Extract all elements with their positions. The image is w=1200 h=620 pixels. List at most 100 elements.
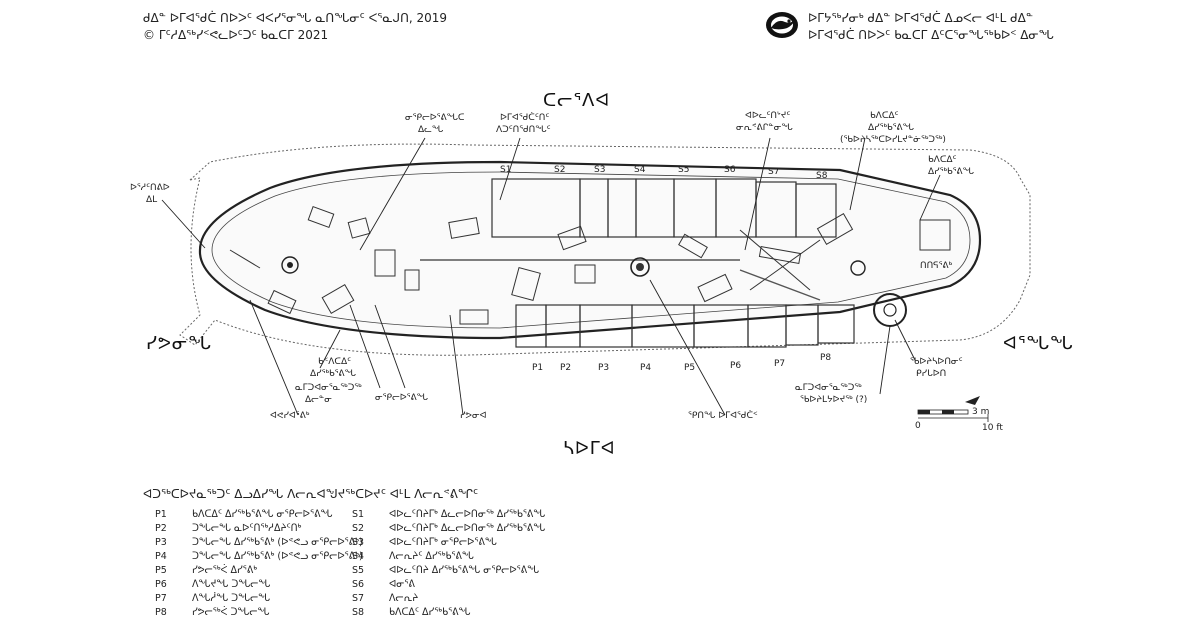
agency-logo-icon	[766, 12, 798, 38]
ships-wheel-hub-icon	[883, 303, 897, 317]
label-forepeak: ᐅᕐᓱᑦᑎᕕᐅ	[130, 183, 170, 193]
direction-top-label: ᑕᓕᕐᐱᐊ	[543, 90, 611, 111]
label-bow-area: ᐊᕙᓯᐊᕐᕕᒃ	[270, 411, 310, 421]
room-label-s2: S2	[554, 165, 565, 175]
port-cabins	[515, 304, 855, 348]
header-left-copyright: © ᒥᑦᓱᐃᖅᓯᑉᕙᓚᐅᑦᑐᑦ ᑲᓇᑕᒥ 2021	[143, 28, 329, 42]
room-label-p2: P2	[560, 363, 571, 373]
label-instrument-sub: ᑭᓯᒐᐅᑎ	[916, 369, 946, 379]
room-label-p6: P6	[730, 361, 741, 371]
legend-code: P2	[155, 523, 167, 534]
header-right-line1: ᐅᒥᔭᖅᓯᓂᒃ ᑯᐃᓐ ᐅᒥᐊᖁᑖ ᐃᓄᐸᓕ ᐊᒻᒪ ᑯᐃᓐ	[808, 11, 1034, 25]
room-label-s5: S5	[678, 165, 689, 175]
label-instrument: ᖃᐅᔨᓴᐅᑎᓂᑦ	[910, 357, 963, 367]
legend-code: S8	[352, 607, 365, 618]
header-right: ᐅᒥᔭᖅᓯᓂᒃ ᑯᐃᓐ ᐅᒥᐊᖁᑖ ᐃᓄᐸᓕ ᐊᒻᒪ ᑯᐃᓐ ᐅᒥᐊᖁᑖ ᑎᐅᐳ…	[808, 10, 1054, 44]
legend-code: S5	[352, 565, 365, 576]
direction-bottom-label: ᓴᐅᒥᐊ	[563, 438, 616, 459]
label-galley-area: ᓂᕿᓕᐅᕐᕕᖓᑕ	[405, 113, 465, 123]
header-left-title: ᑯᐃᓐ ᐅᒥᐊᖁᑖ ᑎᐅᐳᑦ ᐊᐸᓯᕐᓂᖓ ᓇᑎᖓᓂᑦ ᐸᕐᓇᒍᑎ, 2019	[143, 11, 448, 25]
room-label-s8: S8	[816, 171, 828, 181]
room-label-s6: S6	[724, 165, 736, 175]
label-forward-hold: ᓯᕗᓂᐊ	[460, 411, 487, 421]
label-unknown-item-sub: ᐃᓕᓐᓂ	[305, 395, 332, 405]
legend-text: ᐊᐅᓚᑦᑎᔨᒥᒃ ᐃᓚᓕᐅᑎᓂᖅ ᐃᓯᖅᑲᕐᕕᖓ	[389, 523, 546, 534]
ship-deck-plan: S1 S2 S3 S4 S5 S6 S7 S8 P1 P2 P3 P4 P5 P…	[130, 111, 1031, 433]
room-label-p1: P1	[532, 363, 543, 373]
legend-text: ᐱᓕᕆᔨᑦ ᐃᓯᖅᑲᕐᕕᖓ	[389, 551, 474, 562]
legend-item: S5 ᐊᐅᓚᑦᑎᔨ ᐃᓯᖅᑲᕐᕕᖓ ᓂᕿᓕᐅᕐᕕᖓ	[352, 564, 545, 578]
legend-code: S6	[352, 579, 365, 590]
legend-item: P7 ᐱᖓᓲᖓ ᑐᖓᓕᖓ	[155, 592, 363, 606]
label-chart-room: ᑎᑎᕋᕐᕕᒃ	[920, 261, 953, 271]
legend-text: ᐱᖓᔪᖓ ᑐᖓᓕᖓ	[192, 579, 271, 590]
room-label-p4: P4	[640, 363, 651, 373]
legend-text: ᐊᐅᓚᑦᑎᔨᒥᒃ ᓂᕿᓕᐅᕐᕕᖓ	[389, 537, 497, 548]
legend-code: P1	[155, 509, 167, 520]
legend-text: ᑐᖓᓕᖓ ᐃᓯᖅᑲᕐᕕᒃ (ᐅᕝᕙᓗ ᓂᕿᓕᐅᕐᕕᒃ)	[192, 537, 363, 548]
legend-code: S1	[352, 509, 365, 520]
legend-item: P3 ᑐᖓᓕᖓ ᐃᓯᖅᑲᕐᕕᒃ (ᐅᕝᕙᓗ ᓂᕿᓕᐅᕐᕕᒃ)	[155, 536, 363, 550]
label-captain-cabin-sub: ᐃᓯᖅᑲᕐᕕᖓ	[868, 123, 915, 133]
room-label-s4: S4	[634, 165, 646, 175]
room-label-s7: S7	[768, 167, 779, 177]
legend-item: P2 ᑐᖓᓕᖓ ᓇᐅᑦᑎᖅᓱᐃᔨᑦᑎᒃ	[155, 522, 363, 536]
room-label-p8: P8	[820, 353, 831, 363]
scale-zero: 0	[915, 421, 921, 431]
room-label-s1: S1	[500, 165, 511, 175]
leader-lines	[161, 137, 941, 416]
label-captain-cabin: ᑲᐱᑕᐃᑦ	[870, 111, 899, 121]
inner-hull	[198, 160, 982, 340]
capstan-icon	[281, 256, 299, 274]
hull-inner-line	[211, 171, 971, 329]
capstan-center-icon	[287, 262, 293, 268]
legend-text: ᐊᐅᓚᑦᑎᔨ ᐃᓯᖅᑲᕐᕕᖓ ᓂᕿᓕᐅᕐᕕᖓ	[389, 565, 540, 576]
room-label-s3: S3	[594, 165, 605, 175]
scale-m-label: 3 m	[972, 407, 989, 417]
label-forepeak-sub: ᐃᒪ	[146, 195, 157, 205]
legend-code: S2	[352, 523, 365, 534]
legend-code: P6	[155, 579, 167, 590]
legend-code: S7	[352, 593, 365, 604]
legend-code: P7	[155, 593, 167, 604]
legend-text: ᓯᕗᓕᖅᐹ ᐃᓯᕐᕕᒃ	[192, 565, 258, 576]
legend-item: S2 ᐊᐅᓚᑦᑎᔨᒥᒃ ᐃᓚᓕᐅᑎᓂᖅ ᐃᓯᖅᑲᕐᕕᖓ	[352, 522, 545, 536]
legend-item: S7 ᐱᓕᕆᔨ	[352, 592, 545, 606]
mast-icon	[630, 257, 650, 277]
header-left: ᑯᐃᓐ ᐅᒥᐊᖁᑖ ᑎᐅᐳᑦ ᐊᐸᓯᕐᓂᖓ ᓇᑎᖓᓂᑦ ᐸᕐᓇᒍᑎ, 2019 …	[143, 10, 447, 44]
starboard-cabins	[491, 178, 837, 238]
label-captain-quarters-sub: ᐃᓯᖅᑲᕐᕕᖓ	[310, 369, 357, 379]
label-galley: ᓂᕿᓕᐅᕐᕕᖓ	[375, 393, 429, 403]
label-unknown-item: ᓇᒥᑐᐊᓂᕐᓇᖅᑐᖅ	[295, 383, 362, 393]
label-possible-item: ᓇᒥᑐᐊᓂᕐᓇᖅᑐᖅ	[795, 383, 862, 393]
legend-item: P4 ᑐᖓᓕᖓ ᐃᓯᖅᑲᕐᕕᒃ (ᐅᕝᕙᓗ ᓂᕿᓕᐅᕐᕕᒃ)	[155, 550, 363, 564]
mast-center-icon	[636, 263, 644, 271]
room-label-p7: P7	[774, 359, 785, 369]
room-label-p3: P3	[598, 363, 609, 373]
legend-item: P6 ᐱᖓᔪᖓ ᑐᖓᓕᖓ	[155, 578, 363, 592]
label-companionway: ᐅᒥᐊᖁᑖᑦᑎᑦ	[500, 112, 549, 123]
label-captain-cabin-note: (ᖃᐅᔨᓴᖅᑕᐅᓯᒪᔪᓐᓃᖅᑐᖅ)	[840, 135, 946, 145]
label-captain-cabin-2: ᑲᐱᑕᐃᑦ	[928, 155, 957, 165]
label-mess-deck-sub: ᓂᕆᕝᕕᒋᓐᓂᖓ	[736, 123, 793, 133]
legend-text: ᓯᕗᓕᖅᐹ ᑐᖓᓕᖓ	[192, 607, 270, 618]
legend-text: ᐱᖓᓲᖓ ᑐᖓᓕᖓ	[192, 593, 271, 604]
legend-text: ᑐᖓᓕᖓ ᐃᓯᖅᑲᕐᕕᒃ (ᐅᕝᕙᓗ ᓂᕿᓕᐅᕐᕕᒃ)	[192, 551, 363, 562]
legend-code: P4	[155, 551, 167, 562]
legend-text: ᐱᓕᕆᔨ	[389, 593, 419, 604]
legend-title: ᐊᑐᖅᑕᐅᔪᓇᖅᑐᑦ ᐃᓗᐃᓯᖓ ᐱᓕᕆᐊᖑᔪᖅᑕᐅᔪᑦ ᐊᒻᒪ ᐱᓕᕆᕝᕕᖏᑦ	[143, 487, 479, 501]
debris-scatter	[229, 206, 951, 325]
north-arrow-icon	[965, 396, 980, 405]
label-captain-cabin-2-sub: ᐃᓯᖅᑲᕐᕕᖓ	[928, 167, 975, 177]
label-companionway-sub: ᐱᑐᑦᑎᖁᑎᖓᑦ	[496, 125, 551, 135]
direction-left-label: ᓯᕗᓂᖓ	[146, 333, 212, 354]
label-galley-area-sub: ᐃᓚᖓ	[418, 125, 444, 135]
legend-code: P3	[155, 537, 167, 548]
legend-text: ᑐᖓᓕᖓ ᓇᐅᑦᑎᖅᓱᐃᔨᑦᑎᒃ	[192, 523, 302, 534]
